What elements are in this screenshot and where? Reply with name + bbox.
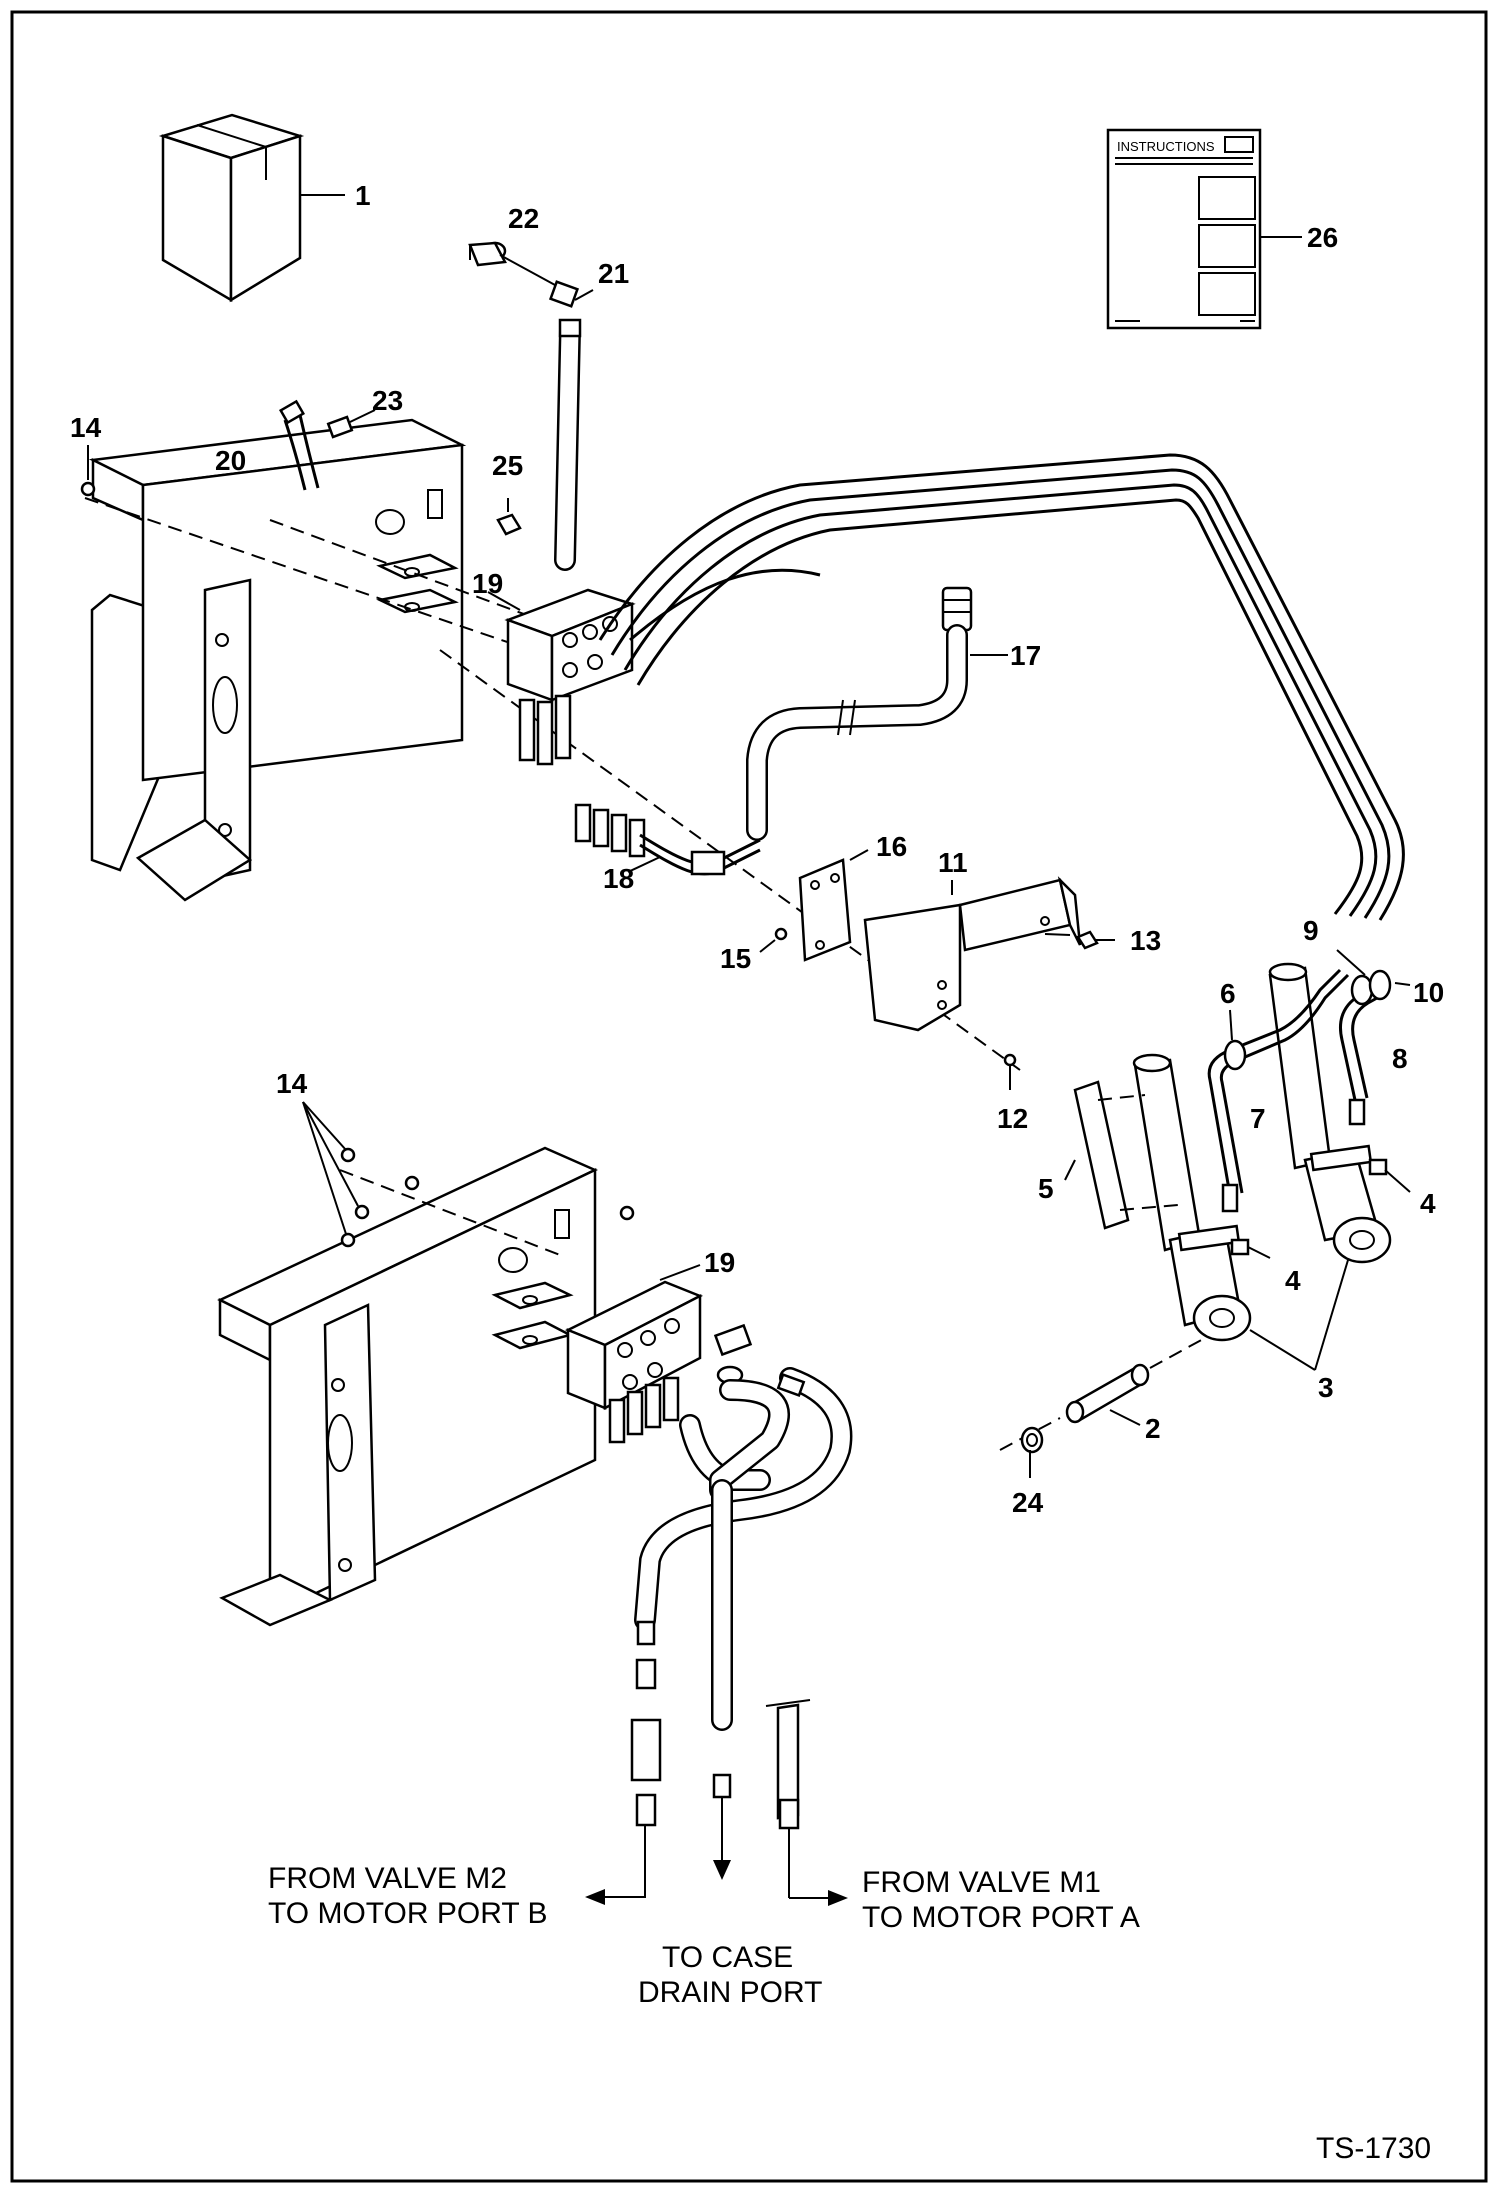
callout-7: 7 bbox=[1250, 1103, 1266, 1134]
callout-17: 17 bbox=[1010, 640, 1041, 671]
callout-18: 18 bbox=[603, 863, 634, 894]
ring-24 bbox=[1020, 1426, 1044, 1478]
bottom-fittings bbox=[630, 1658, 811, 1898]
harness-18 bbox=[574, 803, 761, 876]
clamp-4-left bbox=[1230, 1238, 1271, 1259]
hose-17 bbox=[746, 586, 1008, 841]
callout-4a: 4 bbox=[1285, 1265, 1301, 1296]
upper-frame bbox=[84, 418, 1021, 1071]
callout-4b: 4 bbox=[1420, 1188, 1436, 1219]
callout-5: 5 bbox=[1038, 1173, 1054, 1204]
fitting-23 bbox=[326, 409, 376, 439]
callout-16: 16 bbox=[876, 831, 907, 862]
pin-2 bbox=[999, 1337, 1206, 1451]
callout-labels: 1 2 3 4 4 5 6 7 8 9 10 11 12 13 14 14 15… bbox=[70, 180, 1444, 1518]
note-valve-m1-line2: TO MOTOR PORT A bbox=[862, 1901, 1140, 1934]
bracket-16 bbox=[798, 849, 869, 962]
valve-19-upper bbox=[487, 588, 636, 766]
callout-21: 21 bbox=[598, 258, 629, 289]
part-box bbox=[158, 113, 345, 303]
callout-24: 24 bbox=[1012, 1487, 1044, 1518]
bracket-11 bbox=[863, 876, 1082, 1032]
page-border bbox=[10, 10, 1488, 2183]
callout-22: 22 bbox=[508, 203, 539, 234]
instructions-label: INSTRUCTIONS bbox=[1117, 139, 1215, 154]
callout-6: 6 bbox=[1220, 978, 1236, 1009]
callout-23: 23 bbox=[372, 385, 403, 416]
callout-26: 26 bbox=[1307, 222, 1338, 253]
clamp-4-right bbox=[1368, 1158, 1411, 1193]
callout-19-lower: 19 bbox=[704, 1247, 735, 1278]
tube-bundle bbox=[598, 453, 1405, 921]
callout-14-lower: 14 bbox=[276, 1068, 308, 1099]
callout-11: 11 bbox=[938, 847, 968, 878]
bolts-14-lower bbox=[302, 1101, 635, 1248]
callout-3: 3 bbox=[1318, 1372, 1334, 1403]
sheet-id: TS-1730 bbox=[1316, 2132, 1431, 2165]
callout-20: 20 bbox=[215, 445, 246, 476]
instructions-sheet bbox=[1106, 128, 1302, 330]
flow-arrows bbox=[585, 1860, 848, 1906]
note-valve-m2-line2: TO MOTOR PORT B bbox=[268, 1897, 548, 1930]
callout-10: 10 bbox=[1413, 977, 1444, 1008]
screw-15 bbox=[759, 927, 788, 953]
coupler-22 bbox=[468, 241, 556, 286]
nut-13 bbox=[1076, 930, 1115, 950]
hose-7 bbox=[1207, 968, 1350, 1213]
callout-2: 2 bbox=[1145, 1413, 1161, 1444]
note-case-drain-line2: DRAIN PORT bbox=[638, 1976, 822, 2009]
screw-12 bbox=[1003, 1053, 1017, 1090]
callout-9: 9 bbox=[1303, 915, 1319, 946]
valve-19-lower bbox=[564, 1264, 753, 1444]
note-case-drain-line1: TO CASE bbox=[662, 1941, 793, 1974]
elbow-21 bbox=[548, 280, 594, 308]
note-valve-m1-line1: FROM VALVE M1 bbox=[862, 1866, 1101, 1899]
hose-21-line bbox=[554, 318, 582, 571]
bolt-14-upper bbox=[80, 445, 96, 497]
fitting-6 bbox=[1223, 1009, 1247, 1071]
lower-hoses bbox=[634, 1367, 853, 1799]
cylinder-3-left bbox=[1132, 1053, 1252, 1342]
lower-frame bbox=[217, 1146, 598, 1627]
note-valve-m2-line1: FROM VALVE M2 bbox=[268, 1862, 507, 1895]
callout-25: 25 bbox=[492, 450, 523, 481]
guard-5 bbox=[1064, 1080, 1179, 1230]
nut-25 bbox=[496, 498, 522, 536]
callout-13: 13 bbox=[1130, 925, 1161, 956]
callout-19-upper: 19 bbox=[472, 568, 503, 599]
callout-1: 1 bbox=[355, 180, 371, 211]
callout-12: 12 bbox=[997, 1103, 1028, 1134]
callout-15: 15 bbox=[720, 943, 751, 974]
flow-notes: FROM VALVE M2 TO MOTOR PORT B TO CASE DR… bbox=[268, 1862, 1140, 2009]
cylinder-3-right bbox=[1268, 962, 1392, 1264]
callout-8: 8 bbox=[1392, 1043, 1408, 1074]
hose-8 bbox=[1339, 983, 1387, 1126]
fittings-9-10 bbox=[1336, 949, 1411, 1006]
callout-14-upper: 14 bbox=[70, 412, 102, 443]
hose-20 bbox=[278, 399, 320, 491]
